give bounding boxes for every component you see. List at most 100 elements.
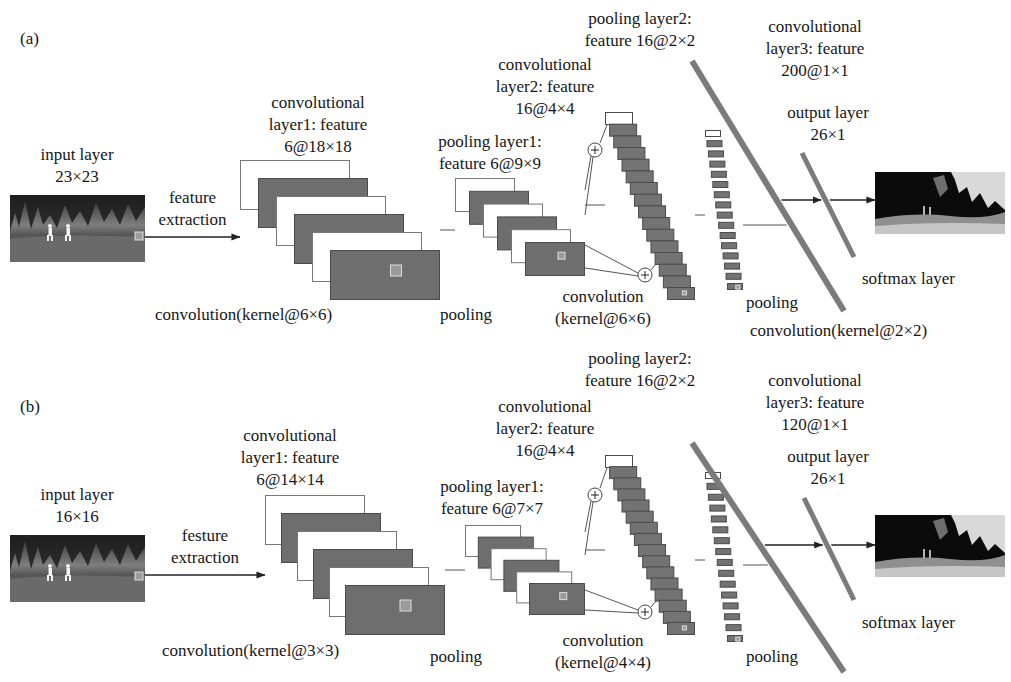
- fan-lines: [585, 156, 591, 190]
- feature-map: [717, 559, 732, 565]
- feature-map: [716, 202, 731, 208]
- sum-sign: [645, 271, 646, 279]
- panel-label: (a): [20, 28, 60, 50]
- connection-line: [585, 205, 605, 206]
- fan-lines: [600, 468, 607, 488]
- receptive-field-patch: [391, 265, 402, 276]
- feature-map-stack: pooling layer1: feature 6@7×7: [465, 525, 585, 615]
- fan-lines: [585, 502, 593, 555]
- layer-bar: output layer 26×1: [800, 495, 858, 603]
- feature-map: [610, 124, 637, 136]
- feature-map: [526, 243, 585, 276]
- feature-map: [726, 625, 741, 631]
- connection-line: [445, 570, 465, 571]
- feature-map-stack: convolutional layer2: feature 16@4×4: [605, 112, 695, 300]
- feature-map: [655, 253, 682, 265]
- sum-node: [638, 605, 652, 619]
- feature-map: [634, 533, 661, 545]
- fan-lines: [585, 590, 638, 610]
- sum-sign: [595, 491, 596, 499]
- feature-map: [530, 584, 585, 615]
- feature-map: [626, 171, 653, 183]
- receptive-field-patch: [682, 626, 686, 630]
- feature-map: [639, 206, 666, 218]
- feature-map: [720, 233, 735, 239]
- output-image: softmax layer: [875, 515, 1005, 575]
- feature-map: [647, 567, 674, 579]
- feature-map-stack-shape: [705, 472, 743, 642]
- feature-map: [728, 284, 743, 290]
- feature-map: [606, 113, 633, 125]
- flow-arrow: [830, 199, 875, 200]
- thermal-input-image: [10, 195, 145, 262]
- feature-map: [720, 581, 735, 587]
- feature-map-stack-shape: [265, 495, 445, 635]
- feature-map-stack: convolutional layer2: feature 16@4×4: [605, 455, 695, 635]
- image-frame: [875, 515, 1005, 575]
- input-image: input layer 16×16: [10, 535, 145, 602]
- layer-label: pooling layer2: feature 16@2×2: [578, 348, 702, 392]
- image-frame: [10, 195, 145, 262]
- image-area: [10, 535, 145, 602]
- fan-lines: [600, 125, 607, 143]
- feature-map: [614, 478, 641, 490]
- feature-map: [614, 136, 641, 148]
- sum-sign: [645, 608, 646, 616]
- layer-label: pooling layer2: feature 16@2×2: [578, 8, 702, 52]
- layer-bar-shape: [798, 150, 858, 260]
- operation-label: pooling: [440, 304, 520, 326]
- feature-map: [716, 549, 731, 555]
- feature-map: [655, 589, 682, 601]
- feature-map: [659, 264, 686, 276]
- layer-bar-line: [802, 153, 854, 257]
- operation-label: pooling: [430, 646, 510, 668]
- flow-arrow: [831, 544, 875, 545]
- feature-map: [714, 192, 729, 198]
- feature-map: [713, 527, 728, 533]
- fan-lines: [585, 501, 591, 532]
- operation-label: pooling: [746, 292, 816, 314]
- feature-map: [710, 161, 725, 167]
- feature-map: [706, 131, 721, 137]
- feature-map: [634, 194, 661, 206]
- image-area: [875, 172, 1005, 235]
- connection-line: [743, 225, 787, 226]
- fan-lines: [651, 601, 656, 607]
- feature-map: [663, 276, 690, 288]
- feature-map: [622, 159, 649, 171]
- connection-line: [743, 565, 768, 566]
- layer-label: input layer 16×16: [27, 484, 127, 528]
- sum-node: [638, 268, 652, 282]
- layer-label: pooling layer1: feature 6@7×7: [430, 476, 554, 520]
- feature-map: [725, 263, 740, 269]
- feature-map: [663, 611, 690, 623]
- feature-map: [331, 251, 440, 300]
- feature-map: [714, 538, 729, 544]
- segmented-output-image: [875, 515, 1005, 577]
- sum-node: [588, 143, 602, 157]
- feature-map: [711, 516, 726, 522]
- thermal-input-image: [10, 535, 145, 602]
- connection-line: [695, 560, 705, 561]
- feature-map: [728, 636, 743, 642]
- feature-map: [668, 288, 695, 300]
- receptive-field-patch: [400, 600, 411, 611]
- layer-label: convolutional layer3: feature 200@1×1: [756, 16, 874, 82]
- feature-map: [610, 467, 637, 479]
- flow-arrow: [145, 574, 265, 575]
- feature-map: [606, 456, 633, 468]
- layer-label: output layer 26×1: [783, 102, 873, 146]
- feature-map-stack-shape: [605, 455, 695, 635]
- feature-map: [722, 592, 737, 598]
- feature-map-stack-shape: [705, 130, 743, 290]
- edge-label: festure extraction: [160, 525, 250, 569]
- feature-map: [651, 578, 678, 590]
- operation-label: convolution (kernel@6×6): [548, 286, 658, 330]
- sum-node: [588, 488, 602, 502]
- layer-label: input layer 23×23: [27, 144, 127, 188]
- feature-map: [630, 183, 657, 195]
- segmented-output-image: [875, 172, 1005, 234]
- receptive-field-patch: [682, 291, 686, 295]
- flow-arrow: [765, 544, 823, 545]
- feature-map: [725, 614, 740, 620]
